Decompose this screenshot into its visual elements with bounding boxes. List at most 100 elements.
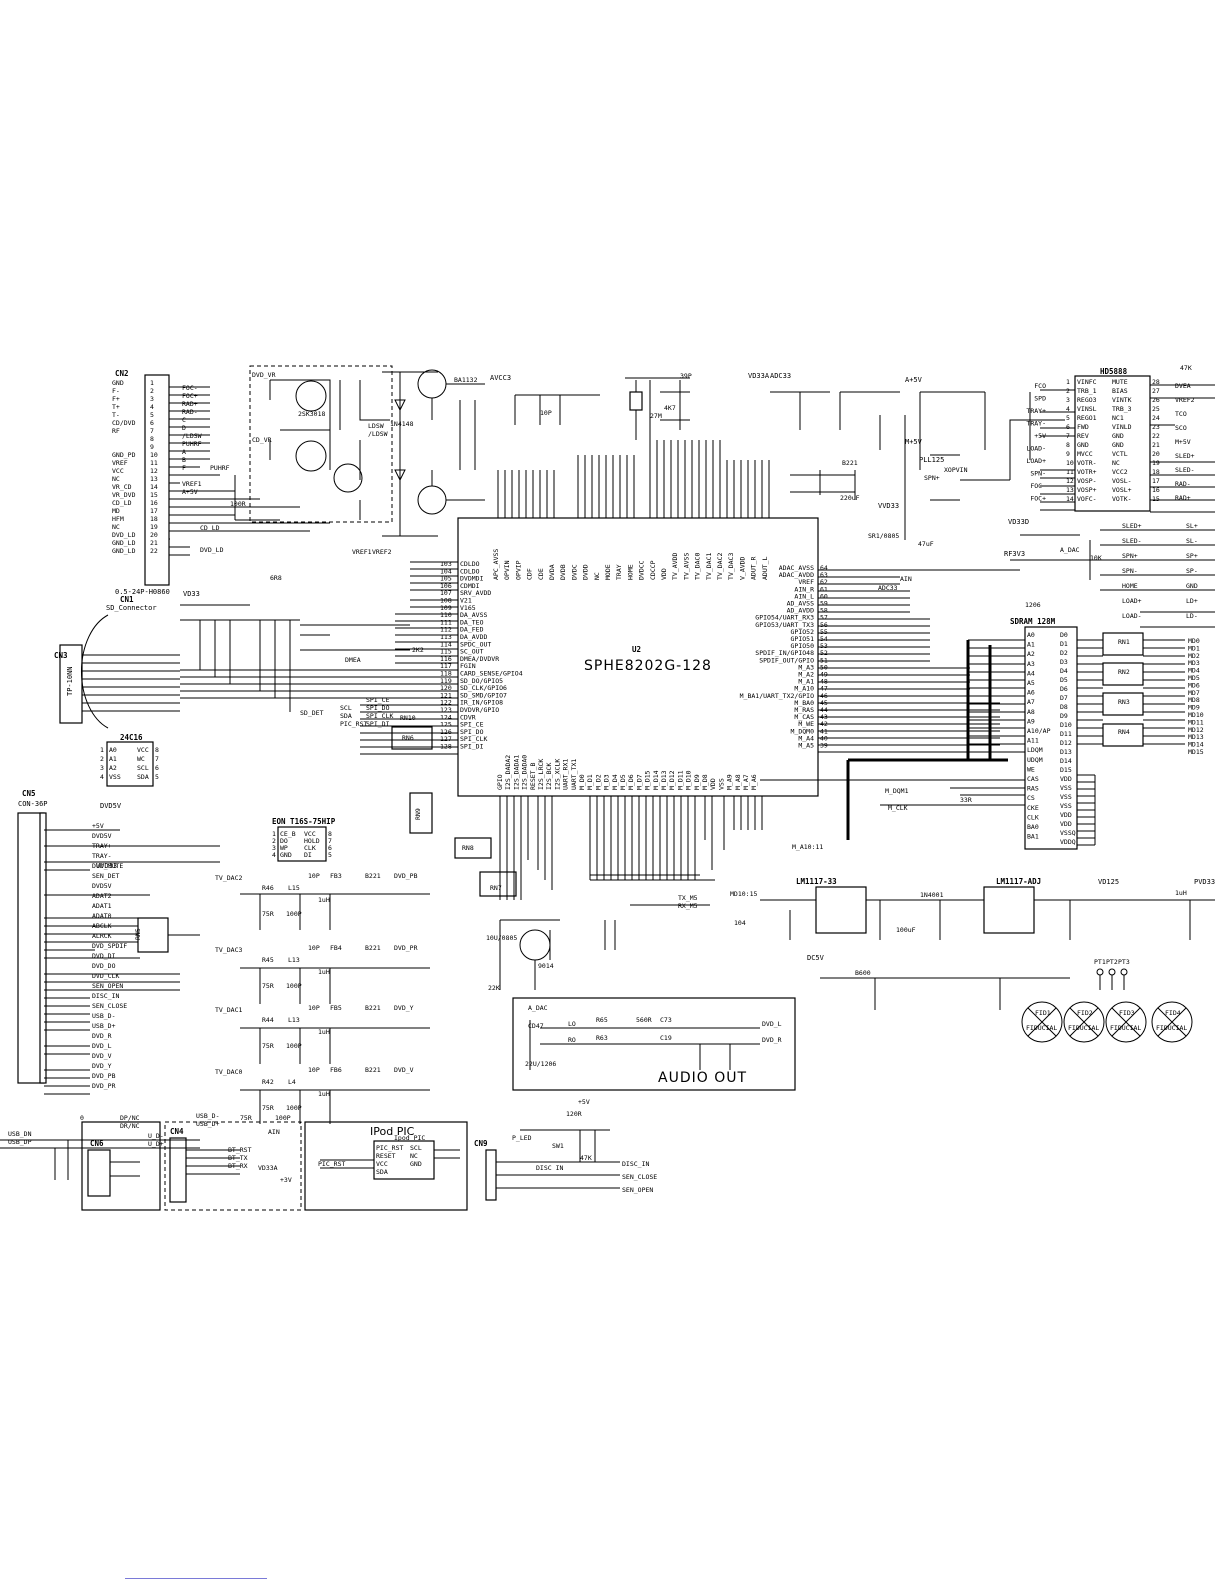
hd5888-net-right: RAD- <box>1175 480 1191 488</box>
u2-pin-number: 57 <box>820 614 828 622</box>
misc-net-label: DVD_VR <box>252 371 276 379</box>
i2c-net-label: SCL <box>340 704 352 712</box>
u2-bottom-pin-name: M_D8 <box>701 774 709 790</box>
u2-pin-number: 40 <box>820 734 828 742</box>
ipod-net-label: PIC_RST <box>318 1160 345 1168</box>
hd5888-pin-right: NC <box>1112 459 1120 467</box>
component-value: 2K2 <box>412 646 424 654</box>
hd5888-pin-right: GND <box>1112 432 1124 440</box>
md-net-label: MD14 <box>1188 741 1204 749</box>
u2-pin-number: 111 <box>440 618 452 626</box>
u2-pin-name: AD_AVSS <box>787 600 814 608</box>
spi-net-label: SPI_DI <box>366 720 390 728</box>
hd5888-pin-left: VOTR+ <box>1077 468 1097 476</box>
cn2-pin-number: 20 <box>150 531 158 539</box>
u5-pin-number: 5 <box>155 773 159 781</box>
sdram-pin-left: WE <box>1027 765 1035 773</box>
u2-bottom-pin-name: M_D14 <box>652 770 660 790</box>
u2-top-pin-name: DVDD <box>582 564 590 580</box>
video-cap-value: 10P <box>308 944 320 952</box>
video-cap-value: 10P <box>308 872 320 880</box>
sdram-pin-right: VDD <box>1060 775 1072 783</box>
u2-top-pin-name: DVDC <box>570 564 578 580</box>
cn1-part: SD_Connector <box>106 604 157 612</box>
component-value: 1N4148 <box>390 420 414 428</box>
sdram-label: SDRAM 128M <box>1010 617 1056 626</box>
hd5888-pin-number: 21 <box>1152 441 1160 449</box>
hd5888-net-right: RAD+ <box>1175 494 1191 502</box>
u5-pin-right: SCL <box>137 764 149 772</box>
bt-net-label: BT_TX <box>228 1154 248 1162</box>
sdram-pin-right: D10 <box>1060 721 1072 729</box>
cn2-pin-label: DVD_LD <box>112 531 136 539</box>
u2-pin-name: FGIN <box>460 662 476 670</box>
hd5888-net-right: M+5V <box>1175 438 1191 446</box>
u2-bottom-pin-name: M_A8 <box>734 774 742 790</box>
hd5888-pin-number: 5 <box>1066 414 1070 422</box>
hd5888-pin-right: VCC2 <box>1112 468 1128 476</box>
cn2-pin-label: NC <box>112 523 120 531</box>
u2-top-pin-name: OPVIP <box>514 560 522 580</box>
cn4-ref: CN4 <box>170 1127 184 1136</box>
u2-pin-number: 128 <box>440 743 452 751</box>
hd5888-label: HD5888 <box>1100 367 1128 376</box>
hd5888-pin-number: 20 <box>1152 450 1160 458</box>
u2-pin-name: SPI_CE <box>460 721 484 729</box>
sdram-pin-right: D13 <box>1060 748 1072 756</box>
u2-pin-name: M_DQM0 <box>791 727 815 735</box>
hd5888-net-left: TRAY- <box>1026 420 1046 428</box>
md-net-label: MD8 <box>1188 696 1200 704</box>
fiducial-ref: FID4 <box>1165 1009 1181 1017</box>
u2-pin-number: 62 <box>820 578 828 586</box>
rn-label: RN9 <box>414 808 422 820</box>
misc-net-label: SD_DET <box>300 709 324 717</box>
u2-pin-name: DA_AVDD <box>460 633 487 641</box>
u2-top-pin-name: MODE <box>604 564 612 580</box>
fiducial-ref: FID2 <box>1077 1009 1093 1017</box>
u2-top-pin-name: V_AVDD <box>738 556 746 580</box>
hd5888-pin-number: 14 <box>1066 495 1074 503</box>
audio-net-label: LO <box>568 1020 576 1028</box>
hd5888-pin-left: VOSP+ <box>1077 486 1097 494</box>
u2-pin-number: 105 <box>440 575 452 583</box>
video-resistor-ref: R46 <box>262 884 274 892</box>
sdram-pin-left: CKE <box>1027 804 1039 812</box>
u2-pin-name: M_A2 <box>798 671 814 679</box>
video-resistor-ref: R42 <box>262 1078 274 1086</box>
video-dac-label: TV_DAC1 <box>215 1006 242 1014</box>
u2-bottom-pin-name: I2S_XCLK <box>553 759 561 790</box>
u2-pin-name: SD_SMD/GPIO7 <box>460 691 507 699</box>
cn2-net-label: FOC+ <box>182 392 198 400</box>
u5-pin-left: VSS <box>109 773 121 781</box>
component-value: 1N4001 <box>920 891 944 899</box>
hd5888-pin-right: VOSL- <box>1112 477 1132 485</box>
sdram-pin-right: D11 <box>1060 730 1072 738</box>
cn2-pin-number: 13 <box>150 475 158 483</box>
cn5-net-label: ADAT2 <box>92 892 112 900</box>
u2-bottom-pin-name: M_D5 <box>619 774 627 790</box>
cn5-net-label: DVD_MUTE <box>92 862 123 870</box>
cn2-ref: CN2 <box>115 369 129 378</box>
cn5-net-label: ALRCK <box>92 932 112 940</box>
u2-pin-name: IR_IN/GPIO8 <box>460 699 503 707</box>
misc-net-label: SPN+ <box>924 474 940 482</box>
video-ferrite-value: B221 <box>365 872 381 880</box>
hd5888-pin-number: 28 <box>1152 378 1160 386</box>
sdram-pin-left: LDQM <box>1027 746 1043 754</box>
sdram-pin-left: A1 <box>1027 641 1035 649</box>
u2-pin-name: SC_OUT <box>460 648 484 656</box>
sdram-pin-right: VSS <box>1060 793 1072 801</box>
eon-pin-number: 5 <box>328 851 332 859</box>
u2-bottom-pin-name: I2S_DADA1 <box>512 755 520 790</box>
cn2-pin-number: 18 <box>150 515 158 523</box>
md-net-label: MD10 <box>1188 711 1204 719</box>
footer-link-underline[interactable] <box>125 1578 267 1579</box>
component-value: 22K <box>488 984 500 992</box>
u2-pin-name: CARD_SENSE/GPIO4 <box>460 670 523 678</box>
u2-bottom-pin-name: VDD <box>709 778 717 790</box>
u2-pin-number: 52 <box>820 649 828 657</box>
eon-pin-number: 2 <box>272 837 276 845</box>
power-net-label: PVD33 <box>1194 878 1215 886</box>
cn5-net-label: ADAT0 <box>92 912 112 920</box>
